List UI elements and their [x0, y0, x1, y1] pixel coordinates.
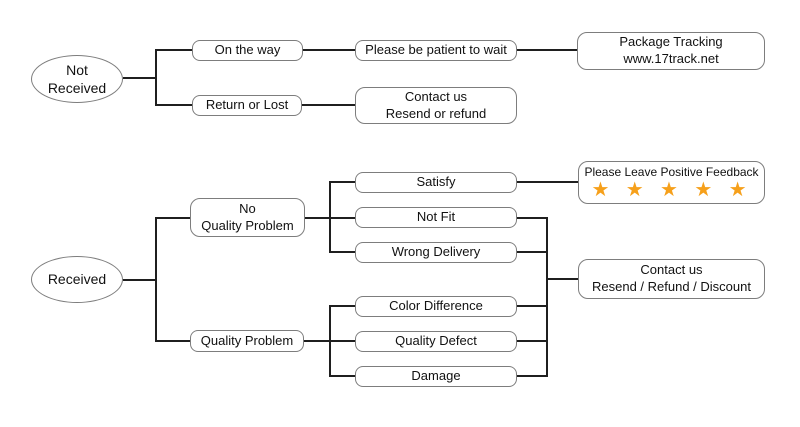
node-contact-us-resend-refund-discount: Contact us Resend / Refund / Discount — [578, 259, 765, 299]
connector-line — [331, 251, 355, 253]
connector-line — [123, 279, 156, 281]
connector-line — [157, 49, 192, 51]
connector-line — [517, 305, 546, 307]
connector-line — [157, 217, 190, 219]
node-not-fit: Not Fit — [355, 207, 517, 228]
connector-line — [303, 49, 355, 51]
connector-line — [302, 104, 355, 106]
node-received: Received — [31, 256, 123, 303]
node-wrong-delivery: Wrong Delivery — [355, 242, 517, 263]
node-return-or-lost: Return or Lost — [192, 95, 302, 116]
connector-line — [155, 217, 157, 342]
node-color-difference: Color Difference — [355, 296, 517, 317]
node-not-received: Not Received — [31, 55, 123, 103]
connector-line — [329, 305, 331, 377]
connector-line — [157, 104, 192, 106]
connector-line — [331, 305, 355, 307]
node-quality-problem: Quality Problem — [190, 330, 304, 352]
positive-feedback-label: Please Leave Positive Feedback — [584, 164, 759, 179]
five-star-rating-icon: ★ ★ ★ ★ ★ — [591, 177, 752, 202]
connector-line — [157, 340, 190, 342]
connector-line — [123, 77, 156, 79]
node-quality-defect: Quality Defect — [355, 331, 517, 352]
connector-line — [517, 251, 546, 253]
connector-line — [331, 375, 355, 377]
connector-line — [517, 181, 578, 183]
node-damage: Damage — [355, 366, 517, 387]
connector-line — [517, 375, 546, 377]
connector-line — [155, 49, 157, 106]
connector-line — [517, 49, 577, 51]
node-on-the-way: On the way — [192, 40, 303, 61]
connector-line — [331, 181, 355, 183]
connector-line — [548, 278, 578, 280]
node-please-be-patient: Please be patient to wait — [355, 40, 517, 61]
node-positive-feedback: Please Leave Positive Feedback ★ ★ ★ ★ ★ — [578, 161, 765, 204]
node-no-quality-problem: No Quality Problem — [190, 198, 305, 237]
connector-line — [517, 217, 546, 219]
node-package-tracking: Package Tracking www.17track.net — [577, 32, 765, 70]
node-contact-us-resend-refund: Contact us Resend or refund — [355, 87, 517, 124]
connector-line — [329, 181, 331, 253]
connector-line — [546, 217, 548, 377]
node-satisfy: Satisfy — [355, 172, 517, 193]
connector-line — [517, 340, 546, 342]
